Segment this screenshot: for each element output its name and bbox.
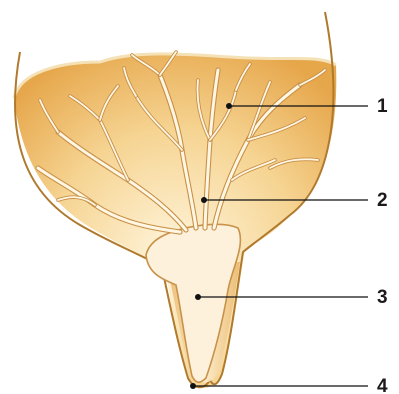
leader-dot-4 xyxy=(190,383,196,389)
leader-dot-2 xyxy=(201,197,207,203)
label-4: 4 xyxy=(377,376,388,394)
leader-dot-1 xyxy=(226,103,232,109)
label-1: 1 xyxy=(377,96,388,117)
label-3: 3 xyxy=(377,287,388,308)
leader-dot-3 xyxy=(195,294,201,300)
label-2: 2 xyxy=(377,190,388,211)
